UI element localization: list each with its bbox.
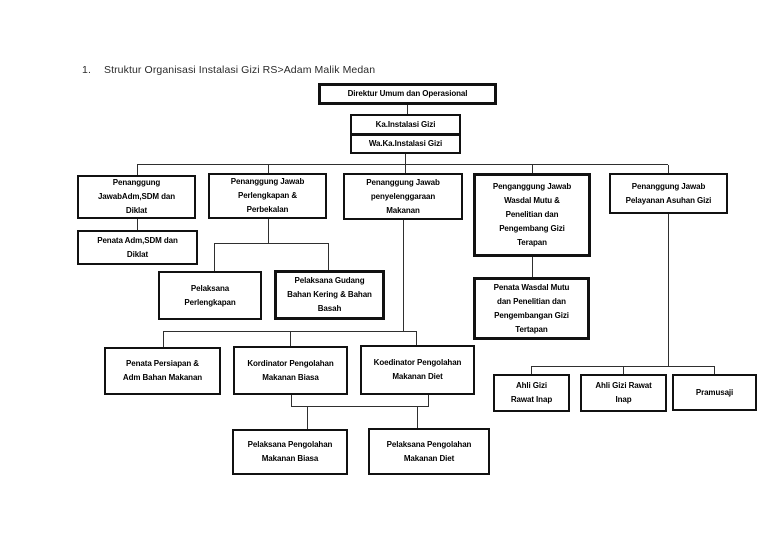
node-penata-persiapan: Penata Persiapan & Adm Bahan Makanan: [104, 347, 221, 395]
node-label: Penata Adm,SDM dan: [97, 235, 178, 245]
node-pelaksana-makanan-diet: Pelaksana Pengolahan Makanan Diet: [368, 428, 490, 475]
connector: [328, 244, 329, 270]
node-label: Rawat Inap: [510, 395, 553, 404]
node-label: Makanan Diet: [403, 453, 455, 463]
page-title-number: 1.: [82, 64, 91, 76]
node-label: Ahli Gizi Rawat: [595, 381, 652, 390]
node-label: Pramusaji: [695, 387, 734, 397]
node-label: Pelaksana Pengolahan: [386, 439, 472, 449]
node-label: Diklat: [126, 249, 149, 259]
node-label: Inap: [615, 395, 632, 404]
page-title: 1. Struktur Organisasi Instalasi Gizi RS…: [82, 64, 375, 76]
node-label: Ka.Instalasi Gizi: [375, 119, 436, 129]
node-pj-pelayanan-asuhan-gizi: Penanggung Jawab Pelayanan Asuhan Gizi: [609, 173, 728, 214]
connector: [668, 165, 669, 173]
connector: [668, 214, 669, 366]
node-koedinator-makanan-diet: Koedinator Pengolahan Makanan Diet: [360, 345, 475, 395]
node-label: Wa.Ka.Instalasi Gizi: [368, 139, 443, 148]
node-label: Makanan Biasa: [261, 454, 319, 463]
node-label: Direktur Umum dan Operasional: [347, 89, 468, 98]
connector: [407, 105, 408, 114]
connector: [163, 331, 417, 332]
node-pj-adm-sdm-diklat: Penanggung JawabAdm,SDM dan Diklat: [77, 175, 196, 219]
node-label: Koedinator Pengolahan: [373, 358, 462, 367]
node-label: Pelaksana Gudang: [294, 276, 365, 285]
node-label: Penanggung Jawab: [230, 177, 305, 186]
node-label: Pengembangan Gizi: [494, 310, 569, 320]
node-penata-wasdal-mutu: Penata Wasdal Mutu dan Penelitian dan Pe…: [473, 277, 590, 340]
connector: [428, 395, 429, 406]
connector: [291, 395, 292, 406]
node-pelaksana-gudang: Pelaksana Gudang Bahan Kering & Bahan Ba…: [274, 270, 385, 320]
node-pj-wasdal-mutu: Penganggung Jawab Wasdal Mutu & Peneliti…: [473, 173, 591, 257]
connector: [416, 332, 417, 345]
node-ahli-gizi-rawat-inap-2: Ahli Gizi Rawat Inap: [580, 374, 667, 412]
node-ka-instalasi-gizi: Ka.Instalasi Gizi: [350, 114, 461, 135]
node-pelaksana-makanan-biasa: Pelaksana Pengolahan Makanan Biasa: [232, 429, 348, 475]
node-ahli-gizi-rawat-inap-1: Ahli Gizi Rawat Inap: [493, 374, 570, 412]
node-label: Pelayanan Asuhan Gizi: [625, 195, 712, 205]
connector: [268, 219, 269, 243]
node-label: Ahli Gizi: [515, 381, 548, 390]
connector: [405, 165, 406, 173]
node-label: dan Penelitian dan: [497, 296, 566, 306]
connector: [714, 367, 715, 374]
node-label: Penanggung: [112, 178, 161, 187]
connector: [214, 243, 329, 244]
connector: [137, 219, 138, 230]
node-direktur-umum: Direktur Umum dan Operasional: [318, 83, 497, 105]
connector: [623, 367, 624, 374]
node-label: Perbekalan: [246, 205, 289, 214]
connector: [405, 154, 406, 164]
connector: [268, 165, 269, 173]
node-label: Tertapan: [515, 324, 548, 334]
node-waka-instalasi-gizi: Wa.Ka.Instalasi Gizi: [350, 134, 461, 154]
node-penata-adm-sdm-diklat: Penata Adm,SDM dan Diklat: [77, 230, 198, 265]
node-label: Pelaksana: [190, 283, 230, 293]
connector: [291, 406, 429, 407]
node-pramusaji: Pramusaji: [672, 374, 757, 411]
connector: [531, 367, 532, 374]
node-pelaksana-perlengkapan: Pelaksana Perlengkapan: [158, 271, 262, 320]
node-label: Adm Bahan Makanan: [122, 373, 203, 382]
node-label: Perlengkapan &: [237, 191, 298, 200]
node-label: Penganggung Jawab: [492, 182, 572, 191]
node-label: Penata Wasdal Mutu: [493, 282, 570, 292]
node-label: Makanan Diet: [392, 372, 443, 381]
connector: [137, 164, 668, 165]
node-label: Makanan Biasa: [262, 372, 319, 382]
node-label: Basah: [317, 304, 342, 313]
node-label: Perlengkapan: [184, 297, 236, 307]
connector: [137, 165, 138, 175]
node-label: penyelenggaraan: [370, 191, 436, 201]
node-label: Penanggung Jawab: [631, 181, 706, 191]
node-label: Diklat: [125, 206, 148, 215]
connector: [163, 332, 164, 347]
node-label: Makanan: [386, 205, 420, 215]
node-label: Pelaksana Pengolahan: [247, 440, 333, 449]
node-pj-penyelenggaraan: Penanggung Jawab penyelenggaraan Makanan: [343, 173, 463, 220]
node-label: Penelitian dan: [505, 210, 559, 219]
node-label: Kordinator Pengolahan: [247, 358, 334, 368]
node-label: Penanggung Jawab: [366, 177, 440, 187]
node-kordinator-makanan-biasa: Kordinator Pengolahan Makanan Biasa: [233, 346, 348, 395]
page-title-text: Struktur Organisasi Instalasi Gizi RS>Ad…: [103, 64, 376, 76]
node-pj-perlengkapan: Penanggung Jawab Perlengkapan & Perbekal…: [208, 173, 327, 219]
node-label: Bahan Kering & Bahan: [287, 290, 372, 299]
connector: [307, 407, 308, 429]
connector: [214, 244, 215, 271]
node-label: Terapan: [517, 238, 547, 247]
connector: [532, 165, 533, 173]
connector: [290, 332, 291, 346]
connector: [531, 366, 715, 367]
node-label: Pengembang Gizi: [499, 224, 565, 233]
connector: [532, 257, 533, 277]
connector: [417, 407, 418, 428]
node-label: Wasdal Mutu &: [504, 196, 560, 205]
connector: [403, 220, 404, 331]
node-label: Penata Persiapan &: [126, 359, 199, 368]
node-label: JawabAdm,SDM dan: [97, 192, 176, 201]
